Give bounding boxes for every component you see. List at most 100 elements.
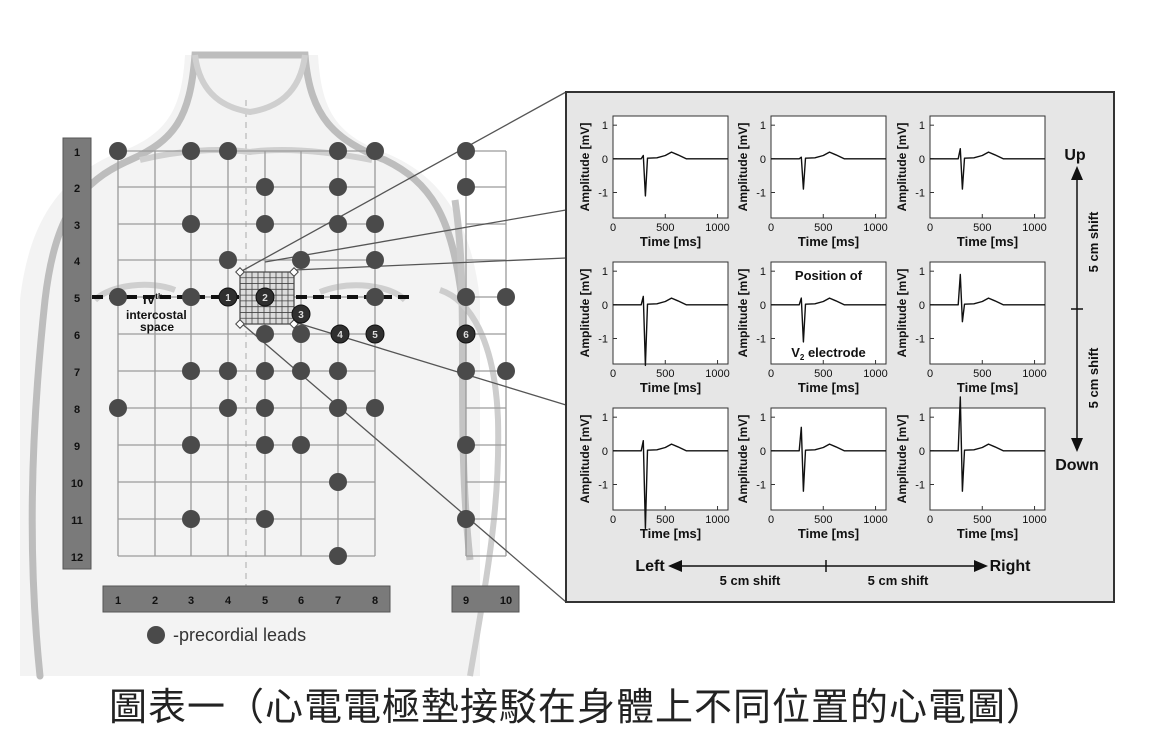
ecg-ylabel-8: Amplitude [mV] xyxy=(736,415,750,504)
chest-labels: IVth intercostal space xyxy=(126,292,187,334)
ecg-trace-6 xyxy=(930,273,1045,323)
lead-dot-28 xyxy=(366,399,384,417)
lead-dot-25 xyxy=(219,399,237,417)
lead-dot-33 xyxy=(182,510,200,528)
ecg-ytick-label-6-0: 1 xyxy=(919,266,925,278)
lead-dot-27 xyxy=(329,399,347,417)
bottom-ruler-label-6: 6 xyxy=(298,595,304,607)
electrode-label-6: 6 xyxy=(463,330,469,341)
lead-dot-21 xyxy=(219,362,237,380)
ecg-ytick-label-5-0: 1 xyxy=(760,266,766,278)
ecg-trace-9 xyxy=(930,396,1045,492)
labelled-electrode-dot-6 xyxy=(456,324,476,344)
bottom-ruler-bar xyxy=(102,585,391,613)
side-lead-dot-1 xyxy=(457,142,475,160)
left-ruler-label-8: 8 xyxy=(74,404,80,416)
ecg-xlabel-8: Time [ms] xyxy=(798,526,859,541)
arrow-up-head xyxy=(1071,166,1083,180)
ecg-ytick-label-4-0: 1 xyxy=(602,266,608,278)
vertical-shift-label-top: 5 cm shift xyxy=(1086,211,1101,272)
ecg-xtick-label-7-1: 500 xyxy=(656,514,674,526)
lead-dot-13 xyxy=(292,251,310,269)
electrode-label-4: 4 xyxy=(337,330,343,341)
lead-dot-10 xyxy=(329,215,347,233)
ecg-xtick-label-2-1: 500 xyxy=(814,222,832,234)
lead-dot-31 xyxy=(292,436,310,454)
neck-line xyxy=(192,54,308,116)
side-ruler-label-10: 10 xyxy=(500,595,512,607)
ecg-xtick-label-1-0: 0 xyxy=(610,222,616,234)
ecg-plot-frame-5 xyxy=(770,261,887,365)
lead-dot-4 xyxy=(329,142,347,160)
ecg-trace-7 xyxy=(613,440,728,529)
left-ruler-label-1: 1 xyxy=(74,147,80,159)
labelled-electrode-dot-2 xyxy=(255,287,275,307)
ecg-ytick-label-6-2: -1 xyxy=(915,334,925,346)
center-text-v: V xyxy=(791,345,800,360)
ecg-trace-5 xyxy=(771,297,886,343)
ecg-xtick-label-5-2: 1000 xyxy=(863,368,887,380)
ecg-xtick-label-4-2: 1000 xyxy=(705,368,729,380)
ecg-ylabel-2: Amplitude [mV] xyxy=(736,123,750,212)
ecg-plot-frame-2 xyxy=(770,115,887,219)
down-label: Down xyxy=(1055,457,1099,474)
ecg-ytick-label-3-2: -1 xyxy=(915,188,925,200)
horizontal-shift-label-left: 5 cm shift xyxy=(720,573,781,588)
lead-dot-22 xyxy=(256,362,274,380)
ecg-plot-frame-9 xyxy=(929,407,1046,511)
center-text-electrode: electrode xyxy=(804,345,865,360)
ecg-xtick-label-6-0: 0 xyxy=(927,368,933,380)
ecg-ytick-label-7-0: 1 xyxy=(602,412,608,424)
zoom-line-3 xyxy=(293,257,567,271)
ecg-plot-frame-4 xyxy=(612,261,729,365)
labelled-electrode-dot-5 xyxy=(365,324,385,344)
ecg-xtick-label-5-0: 0 xyxy=(768,368,774,380)
ecg-xtick-label-2-2: 1000 xyxy=(863,222,887,234)
ecg-ytick-label-5-2: -1 xyxy=(756,334,766,346)
ecg-ytick-label-2-0: 1 xyxy=(760,120,766,132)
left-ruler-label-9: 9 xyxy=(74,441,80,453)
ecg-ytick-label-7-1: 0 xyxy=(602,446,608,458)
ecg-ytick-label-9-0: 1 xyxy=(919,412,925,424)
ecg-xtick-label-4-1: 500 xyxy=(656,368,674,380)
ecg-xlabel-1: Time [ms] xyxy=(640,234,701,249)
ecg-ylabel-9: Amplitude [mV] xyxy=(895,415,909,504)
ecg-ylabel-3: Amplitude [mV] xyxy=(895,123,909,212)
ecg-xlabel-5: Time [ms] xyxy=(798,380,859,395)
ecg-trace-3 xyxy=(930,148,1045,190)
ecg-xtick-label-1-1: 500 xyxy=(656,222,674,234)
ecg-xtick-label-2-0: 0 xyxy=(768,222,774,234)
ecg-trace-2 xyxy=(771,151,886,190)
left-ruler-label-2: 2 xyxy=(74,183,80,195)
center-text-bottom: V2 electrode xyxy=(791,345,866,362)
ecg-xlabel-6: Time [ms] xyxy=(957,380,1018,395)
ecg-xtick-label-7-0: 0 xyxy=(610,514,616,526)
legend: -precordial leads xyxy=(147,625,306,645)
bottom-ruler-label-8: 8 xyxy=(372,595,378,607)
ecg-ytick-label-7-2: -1 xyxy=(598,480,608,492)
ecg-xtick-label-6-2: 1000 xyxy=(1022,368,1046,380)
lead-dot-19 xyxy=(292,325,310,343)
ecg-xtick-label-3-1: 500 xyxy=(973,222,991,234)
side-ruler-label-9: 9 xyxy=(463,595,469,607)
labelled-electrode-dot-1 xyxy=(218,287,238,307)
side-lead-dot-4 xyxy=(497,288,515,306)
side-lead-dot-2 xyxy=(457,178,475,196)
bottom-ruler-label-4: 4 xyxy=(225,595,232,607)
electrode-label-2: 2 xyxy=(262,293,268,304)
legend-dot xyxy=(147,626,165,644)
electrode-label-1: 1 xyxy=(225,293,231,304)
ecg-xlabel-4: Time [ms] xyxy=(640,380,701,395)
side-ruler: 9 10 xyxy=(451,585,520,613)
left-ruler-label-6: 6 xyxy=(74,330,80,342)
ecg-trace-8 xyxy=(771,426,886,492)
